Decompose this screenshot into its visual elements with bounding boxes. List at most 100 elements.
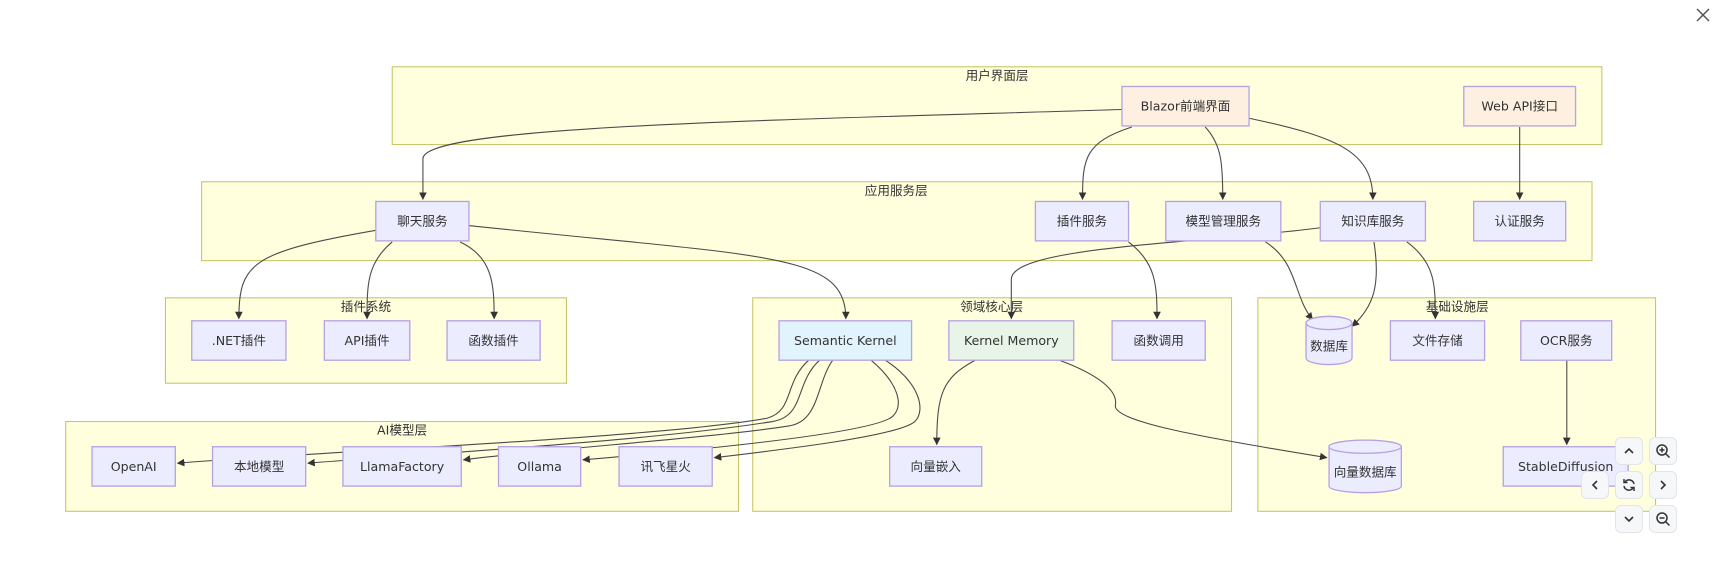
- refresh-icon: [1623, 479, 1635, 491]
- node-xunfei[interactable]: 讯飞星火: [618, 446, 713, 487]
- edge-chat-to-netplugin: [235, 229, 379, 320]
- edge-chat-to-funcplugin: [459, 241, 498, 320]
- cylinder-top: [1328, 439, 1403, 454]
- node-box: [618, 446, 713, 487]
- node-box: [323, 320, 411, 361]
- cylinder-top: [1305, 315, 1353, 331]
- edge-chat-to-sk: [468, 225, 850, 320]
- node-box: [497, 446, 582, 487]
- edge-km-to-embed: [932, 359, 976, 446]
- cluster-label: 基础设施层: [1426, 299, 1489, 314]
- edge-kb-to-files: [1406, 241, 1440, 320]
- node-box: [1034, 200, 1130, 242]
- edge-kb-to-db: [1351, 241, 1377, 327]
- node-sd[interactable]: StableDiffusion: [1502, 446, 1629, 487]
- node-chat[interactable]: 聊天服务: [375, 200, 470, 242]
- node-files[interactable]: 文件存储: [1389, 320, 1486, 361]
- node-box: [191, 320, 287, 361]
- node-box: [948, 320, 1075, 361]
- chevron-right-icon: [1660, 480, 1667, 490]
- reset-button[interactable]: [1615, 471, 1643, 499]
- node-label: LlamaFactory: [360, 459, 445, 474]
- node-webapi[interactable]: Web API接口: [1463, 85, 1577, 127]
- node-label: 讯飞星火: [640, 459, 691, 474]
- cluster-label: AI模型层: [377, 423, 427, 438]
- node-box: [1463, 85, 1577, 127]
- node-label: Semantic Kernel: [794, 333, 897, 348]
- edge-sk-to-xunfei: [713, 359, 921, 461]
- node-funcplugin[interactable]: 函数插件: [446, 320, 541, 361]
- node-ocr[interactable]: OCR服务: [1520, 320, 1613, 361]
- node-ollama[interactable]: Ollama: [497, 446, 582, 487]
- close-button[interactable]: [1692, 4, 1714, 26]
- edge-blazor-to-chat: [419, 108, 1122, 201]
- node-netplugin[interactable]: .NET插件: [191, 320, 287, 361]
- node-box: [1473, 200, 1567, 242]
- chevron-up-icon: [1624, 447, 1634, 454]
- node-funccall[interactable]: 函数调用: [1111, 320, 1206, 361]
- node-label: .NET插件: [212, 333, 266, 348]
- node-box: [1165, 200, 1282, 242]
- node-label: 文件存储: [1412, 333, 1463, 348]
- pan-up-button[interactable]: [1615, 437, 1643, 465]
- node-box: [342, 446, 462, 487]
- node-label: 函数插件: [468, 333, 518, 348]
- cluster-label: 应用服务层: [865, 183, 928, 198]
- node-box: [1520, 320, 1613, 361]
- node-box: [446, 320, 541, 361]
- node-blazor[interactable]: Blazor前端界面: [1121, 85, 1250, 127]
- node-km[interactable]: Kernel Memory: [948, 320, 1075, 361]
- node-modelmgr[interactable]: 模型管理服务: [1165, 200, 1282, 242]
- pan-down-button[interactable]: [1615, 505, 1643, 533]
- node-box: [1389, 320, 1486, 361]
- node-openai[interactable]: OpenAI: [91, 446, 176, 487]
- node-box: [778, 320, 913, 361]
- cluster-box: [391, 66, 1603, 146]
- node-sk[interactable]: Semantic Kernel: [778, 320, 913, 361]
- node-label: OCR服务: [1540, 333, 1593, 348]
- cluster-ui: 用户界面层: [391, 66, 1603, 146]
- node-label: Web API接口: [1481, 99, 1558, 114]
- node-label: OpenAI: [111, 459, 157, 474]
- node-pluginsvc[interactable]: 插件服务: [1034, 200, 1130, 242]
- node-label: 数据库: [1310, 338, 1348, 353]
- node-box: [91, 446, 176, 487]
- chevron-left-icon: [1591, 480, 1598, 490]
- node-label: Ollama: [517, 459, 562, 474]
- node-llamafactory[interactable]: LlamaFactory: [342, 446, 462, 487]
- zoom-out-button[interactable]: [1649, 505, 1677, 533]
- node-local[interactable]: 本地模型: [211, 446, 307, 487]
- node-box: [1111, 320, 1206, 361]
- node-db[interactable]: 数据库: [1305, 315, 1353, 366]
- edge-chat-to-apiplugin: [363, 241, 393, 320]
- edge-blazor-to-kb: [1248, 117, 1377, 201]
- node-embed[interactable]: 向量嵌入: [889, 446, 983, 487]
- node-box: [211, 446, 307, 487]
- pan-right-button[interactable]: [1649, 471, 1677, 499]
- zoom-out-icon: [1656, 512, 1671, 527]
- node-label: 认证服务: [1495, 214, 1546, 229]
- node-label: 向量嵌入: [911, 459, 962, 474]
- node-auth[interactable]: 认证服务: [1473, 200, 1567, 242]
- node-box: [889, 446, 983, 487]
- node-apiplugin[interactable]: API插件: [323, 320, 411, 361]
- pan-left-button[interactable]: [1581, 471, 1609, 499]
- node-label: 知识库服务: [1341, 214, 1404, 229]
- node-vecdb[interactable]: 向量数据库: [1328, 439, 1403, 494]
- node-label: 本地模型: [234, 459, 284, 474]
- node-label: Kernel Memory: [964, 333, 1059, 348]
- edge-km-to-vecdb: [1059, 359, 1328, 461]
- node-label: 向量数据库: [1334, 464, 1397, 479]
- node-box: [1121, 85, 1250, 127]
- zoom-in-button[interactable]: [1649, 437, 1677, 465]
- node-label: API插件: [345, 333, 390, 348]
- cluster-label: 插件系统: [341, 299, 392, 314]
- zoom-in-icon: [1656, 444, 1671, 459]
- node-label: 函数调用: [1133, 333, 1183, 348]
- node-label: 模型管理服务: [1186, 214, 1262, 229]
- node-kb[interactable]: 知识库服务: [1319, 200, 1427, 242]
- node-label: 聊天服务: [397, 214, 448, 229]
- node-label: 插件服务: [1057, 214, 1108, 229]
- edge-pluginsvc-to-funccall: [1128, 241, 1161, 320]
